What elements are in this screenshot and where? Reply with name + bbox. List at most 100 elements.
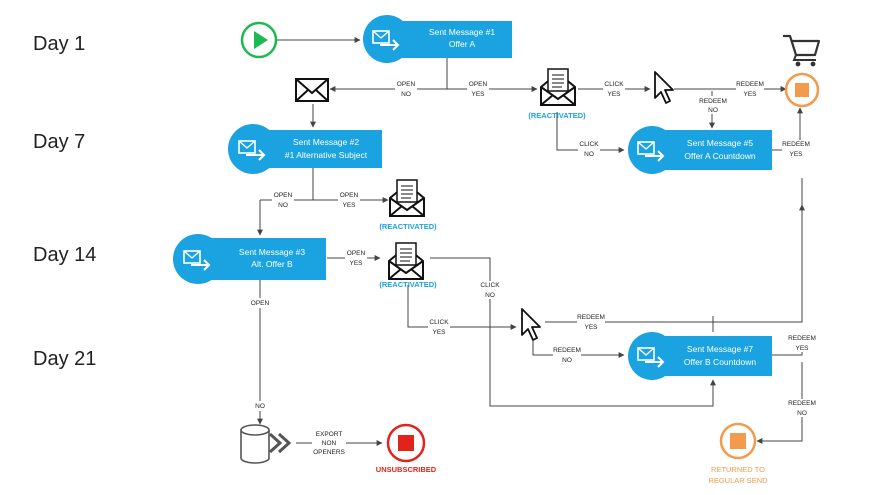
play-icon xyxy=(254,31,268,49)
svg-text:(REACTIVATED): (REACTIVATED) xyxy=(379,222,437,231)
svg-text:OPEN: OPEN xyxy=(397,81,416,88)
svg-text:REDEEM: REDEEM xyxy=(577,314,605,321)
cursor-icon xyxy=(521,308,541,341)
message-node-5: Sent Message #5 Offer A Countdown xyxy=(628,126,772,174)
edge-r3-click-no xyxy=(430,257,716,407)
svg-text:Offer B Countdown: Offer B Countdown xyxy=(684,357,756,367)
svg-text:RETURNED TO: RETURNED TO xyxy=(711,465,765,474)
svg-text:EXPORT: EXPORT xyxy=(316,431,343,438)
svg-text:NO: NO xyxy=(584,151,594,158)
label-m5-redeem-yes: REDEEM YES xyxy=(782,140,810,158)
svg-text:OPEN: OPEN xyxy=(274,192,293,199)
svg-text:NO: NO xyxy=(255,403,265,410)
message-node-7: Sent Message #7 Offer B Countdown xyxy=(628,332,772,380)
message-node-3: Sent Message #3 Alt. Offer B xyxy=(173,234,326,284)
svg-text:#1 Alternative Subject: #1 Alternative Subject xyxy=(285,150,368,160)
svg-text:YES: YES xyxy=(349,260,363,267)
purchase-stop-node xyxy=(784,72,820,108)
edge-r3-click-yes xyxy=(407,285,517,330)
reactivated-node-1: (REACTIVATED) xyxy=(528,68,586,120)
svg-text:OPEN: OPEN xyxy=(469,81,488,88)
svg-text:YES: YES xyxy=(743,91,757,98)
svg-text:Sent Message #5: Sent Message #5 xyxy=(687,138,753,148)
open-envelope-icon xyxy=(388,242,424,280)
svg-text:NO: NO xyxy=(562,357,572,364)
svg-text:OPEN: OPEN xyxy=(251,300,270,307)
edge-r1-click-no xyxy=(556,112,625,153)
label-m2-open-no: OPEN NO xyxy=(272,191,294,209)
label-m3-open-yes: OPEN YES xyxy=(345,249,367,267)
label-m1-open-yes: OPEN YES xyxy=(467,80,489,98)
svg-text:Sent Message #1: Sent Message #1 xyxy=(429,27,495,37)
svg-text:(REACTIVATED): (REACTIVATED) xyxy=(528,111,586,120)
start-node xyxy=(240,21,278,59)
svg-text:Sent Message #2: Sent Message #2 xyxy=(293,137,359,147)
label-c1-redeem-yes: REDEEM YES xyxy=(736,80,764,98)
day-label-7: Day 7 xyxy=(33,131,85,153)
open-envelope-icon xyxy=(540,68,576,106)
svg-text:Sent Message #7: Sent Message #7 xyxy=(687,344,753,354)
svg-text:NO: NO xyxy=(708,107,718,114)
stop-icon xyxy=(398,435,414,451)
label-m7-redeem-yes: REDEEM YES xyxy=(788,334,816,352)
svg-text:Sent Message #3: Sent Message #3 xyxy=(239,247,305,257)
returned-node: RETURNED TO REGULAR SEND xyxy=(708,422,768,485)
edge-c2-redeem-yes xyxy=(545,204,805,323)
database-icon xyxy=(240,424,270,464)
svg-text:NON: NON xyxy=(322,440,337,447)
svg-text:YES: YES xyxy=(607,91,621,98)
cursor-icon xyxy=(654,71,674,104)
svg-text:NO: NO xyxy=(797,410,807,417)
label-r3-click-no: CLICK NO xyxy=(479,281,501,299)
reactivated-node-2: (REACTIVATED) xyxy=(379,179,437,231)
svg-text:CLICK: CLICK xyxy=(480,282,500,289)
label-r3-click-yes: CLICK YES xyxy=(428,318,450,336)
unsubscribed-node: UNSUBSCRIBED xyxy=(376,423,437,474)
stop-icon xyxy=(730,433,746,449)
svg-text:NO: NO xyxy=(485,292,495,299)
svg-text:YES: YES xyxy=(584,324,598,331)
label-m2-open-yes: OPEN YES xyxy=(338,191,360,209)
svg-text:CLICK: CLICK xyxy=(604,81,624,88)
edge-c2-redeem-no xyxy=(532,340,625,358)
svg-text:CLICK: CLICK xyxy=(429,319,449,326)
open-envelope-icon xyxy=(389,179,425,217)
svg-text:YES: YES xyxy=(342,202,356,209)
reactivated-node-3: (REACTIVATED) xyxy=(379,242,437,289)
label-r1-click-yes: CLICK YES xyxy=(603,80,625,98)
day-label-1: Day 1 xyxy=(33,33,85,55)
svg-text:UNSUBSCRIBED: UNSUBSCRIBED xyxy=(376,465,437,474)
envelope-icon xyxy=(295,78,329,102)
cart-icon xyxy=(783,34,821,67)
day-label-21: Day 21 xyxy=(33,348,96,370)
svg-text:OPEN: OPEN xyxy=(340,192,359,199)
svg-text:OPEN: OPEN xyxy=(347,250,366,257)
day-label-14: Day 14 xyxy=(33,244,96,266)
svg-text:YES: YES xyxy=(471,91,485,98)
message-node-1: Sent Message #1 Offer A xyxy=(363,15,512,63)
svg-text:Offer A: Offer A xyxy=(449,39,476,49)
svg-text:NO: NO xyxy=(401,91,411,98)
label-export: EXPORT NON OPENERS xyxy=(312,429,346,457)
label-r1-click-no: CLICK NO xyxy=(578,140,600,158)
label-m1-open-no: OPEN NO xyxy=(395,80,417,98)
label-c1-redeem-no: REDEEM NO xyxy=(699,96,727,114)
svg-text:YES: YES xyxy=(795,345,809,352)
svg-text:(REACTIVATED): (REACTIVATED) xyxy=(379,280,437,289)
svg-text:CLICK: CLICK xyxy=(579,141,599,148)
label-c2-redeem-yes: REDEEM YES xyxy=(577,313,605,331)
stop-icon xyxy=(795,83,809,97)
svg-text:Alt. Offer B: Alt. Offer B xyxy=(251,259,293,269)
svg-text:REDEEM: REDEEM xyxy=(782,141,810,148)
label-m3-open: OPEN xyxy=(249,298,271,308)
svg-text:REDEEM: REDEEM xyxy=(553,347,581,354)
svg-text:REGULAR SEND: REGULAR SEND xyxy=(708,476,768,485)
label-m7-redeem-no: REDEEM NO xyxy=(788,399,816,417)
svg-text:YES: YES xyxy=(432,329,446,336)
label-c2-redeem-no: REDEEM NO xyxy=(553,346,581,364)
svg-text:REDEEM: REDEEM xyxy=(699,98,727,105)
chevrons-icon xyxy=(268,432,292,454)
svg-text:YES: YES xyxy=(789,151,803,158)
svg-text:REDEEM: REDEEM xyxy=(788,400,816,407)
